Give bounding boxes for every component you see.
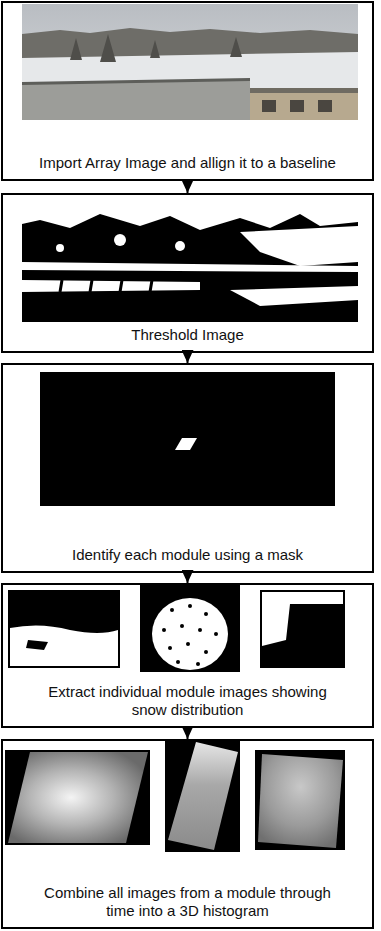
histogram [168,742,238,850]
flow-arrow [187,728,189,739]
process-box: Combine all images from a module through… [1,739,374,929]
module-mask [40,372,335,506]
threshold-image [22,198,358,322]
white-spot [175,241,185,251]
building [250,92,358,120]
roof-edge [22,78,250,85]
histogram-frame [165,740,240,852]
snow-area [262,592,343,646]
histogram-frame [255,750,345,850]
white-snow [240,226,358,266]
flow-arrow [187,181,189,193]
white-spot [56,244,64,252]
module-shape [175,438,197,450]
window [318,100,332,112]
module-image [8,590,120,668]
snow-area [10,625,118,666]
histogram-frame [5,750,150,845]
flow-arrow [187,353,189,363]
white-patch [230,286,358,306]
white-spot [114,234,126,246]
white-band [22,262,358,272]
fence [60,280,152,292]
white-band [22,280,200,292]
module-images [8,585,345,672]
box-caption: Combine all images from a module through… [38,884,338,920]
black-ground [22,198,358,322]
flow-arrow [187,573,189,583]
mask-ground [40,372,335,506]
box-caption: Threshold Image [131,326,244,344]
process-box: Identify each module using a mask [1,363,374,573]
process-box: Extract individual module images showing… [1,583,374,728]
sky [22,4,358,120]
module-image [260,590,345,668]
window [262,100,276,112]
histogram-images [5,740,345,852]
window [290,100,304,112]
box-caption: Extract individual module images showing… [38,683,338,719]
bare-area [26,640,48,650]
process-box: Import Array Image and allign it to a ba… [1,1,374,181]
building-roof [250,88,358,93]
array-photo [22,4,358,120]
box-caption: Import Array Image and allign it to a ba… [39,154,336,172]
snow-field [22,52,358,120]
roof [22,80,250,120]
box-caption: Identify each module using a mask [72,546,303,564]
module-image [140,585,240,672]
histogram [258,754,343,848]
trees [70,34,242,62]
snow-area [152,598,228,670]
dots [162,604,218,666]
white-sky [22,198,358,230]
process-box: Threshold Image [1,193,374,353]
histogram [8,752,148,843]
